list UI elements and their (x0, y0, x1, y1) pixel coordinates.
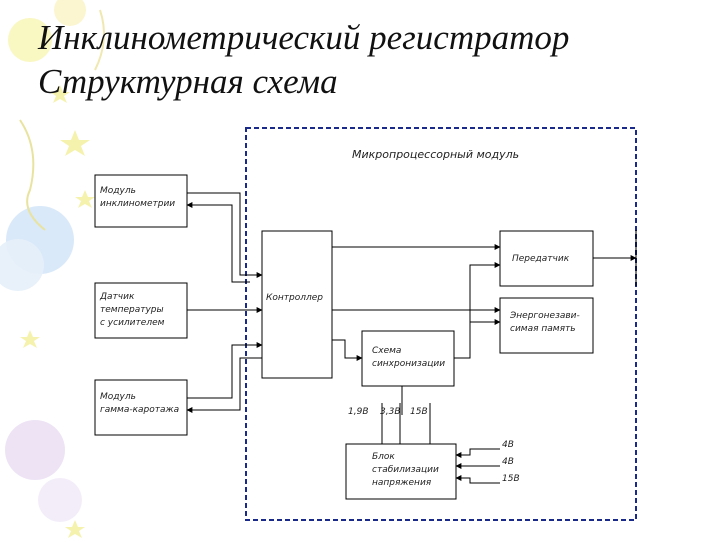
memory-label: Энергонезави- симая память (509, 311, 583, 334)
controller-label: Контроллер (266, 293, 323, 303)
voltage-3v3-label: 3,3В (380, 407, 401, 417)
title-line-1: Инклинометрический регистратор (38, 18, 570, 57)
gamma-module-label: Модуль гамма-каротажа (100, 392, 179, 415)
title-line-2: Структурная схема (38, 62, 338, 101)
transmitter-block (499, 230, 594, 287)
transmitter-label: Передатчик (512, 254, 570, 264)
connection-wires (186, 192, 637, 484)
slide-title: Инклинометрический регистратор Структурн… (38, 16, 698, 104)
module-label: Микропроцессорный модуль (352, 148, 519, 161)
background-decoration (0, 0, 105, 538)
input-4v-label-1: 4В (502, 440, 514, 450)
controller-block (261, 230, 333, 379)
voltage-1v9-label: 1,9В (348, 407, 369, 417)
sync-block (361, 330, 455, 387)
memory-block (499, 297, 594, 354)
input-4v-label-2: 4В (502, 457, 514, 467)
voltage-15v-label: 15В (410, 407, 428, 417)
sync-label: Схема синхронизации (372, 346, 445, 369)
stabilizer-block (345, 443, 457, 500)
temperature-sensor-block (94, 282, 188, 339)
inclinometer-module-label: Модуль инклинометрии (100, 186, 175, 209)
stabilizer-label: Блок стабилизации напряжения (372, 452, 442, 488)
temperature-sensor-label: Датчик температуры с усилителем (99, 292, 166, 328)
microprocessor-module-frame (245, 127, 637, 521)
input-15v-label: 15В (502, 474, 520, 484)
inclinometer-module-block (94, 174, 188, 228)
gamma-module-block (94, 379, 188, 436)
